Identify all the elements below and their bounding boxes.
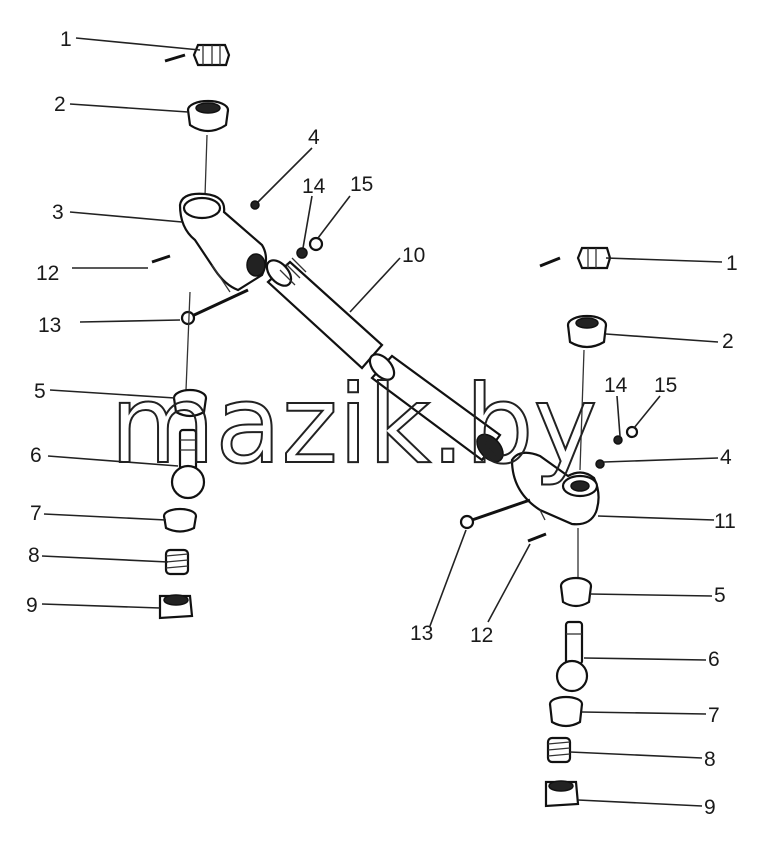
left-end-plug [158,594,194,620]
callout-right-6: 6 [708,648,720,671]
right-lock-washer [613,435,623,445]
callout-left-12: 12 [36,262,59,285]
callout-labels: 1 2 3 4 14 15 10 12 13 5 6 7 8 9 1 2 14 … [26,28,738,819]
callout-left-9: 9 [26,594,38,617]
callout-right-14: 14 [604,374,628,397]
callout-left-7: 7 [30,502,42,525]
callout-left-3: 3 [52,201,64,224]
right-dust-cap [566,314,608,349]
left-castle-nut [164,43,231,67]
callout-right-2: 2 [722,330,734,353]
left-rod-end-housing [178,192,268,293]
right-bushing [559,576,593,608]
callout-right-13: 13 [410,622,433,645]
callout-left-1: 1 [60,28,72,51]
right-clamp-nut [625,425,639,439]
callout-right-5: 5 [714,584,726,607]
right-spring [546,736,572,764]
right-end-plug [544,780,580,808]
left-seat-ring [162,507,198,533]
tie-rod-tube [265,257,504,463]
callout-left-4: 4 [308,126,320,149]
right-rod-end-housing [510,451,600,526]
callout-left-8: 8 [28,544,40,567]
left-spring [164,548,190,576]
callout-right-11: 11 [714,510,736,533]
left-clamp-bolt [180,288,249,326]
callout-right-4: 4 [720,446,732,469]
left-bushing [172,388,208,418]
right-castle-nut [539,246,612,270]
right-seat-ring [548,695,584,728]
callout-right-15: 15 [654,374,677,397]
right-grease-fitting [595,459,605,469]
left-clamp-nut [308,236,324,252]
callout-right-1: 1 [726,252,738,275]
left-pin [151,254,171,264]
callout-left-15: 15 [350,173,373,196]
watermark: mazik.by [110,363,597,488]
callout-right-8: 8 [704,748,716,771]
left-grease-fitting [250,200,260,210]
left-ball-stud [170,428,206,500]
callout-right-9: 9 [704,796,716,819]
callout-left-2: 2 [54,93,66,116]
callout-right-12: 12 [470,624,493,647]
callout-right-7: 7 [708,704,720,727]
callout-left-6: 6 [30,444,42,467]
left-lock-washer [296,247,308,259]
left-dust-cap [186,99,230,133]
leader-lines [41,37,723,807]
callout-left-13: 13 [38,314,61,337]
right-clamp-bolt [459,498,531,530]
right-ball-stud [555,620,589,693]
callout-left-14: 14 [302,175,326,198]
callout-10: 10 [402,244,425,267]
right-pin [527,532,547,543]
callout-left-5: 5 [34,380,46,403]
